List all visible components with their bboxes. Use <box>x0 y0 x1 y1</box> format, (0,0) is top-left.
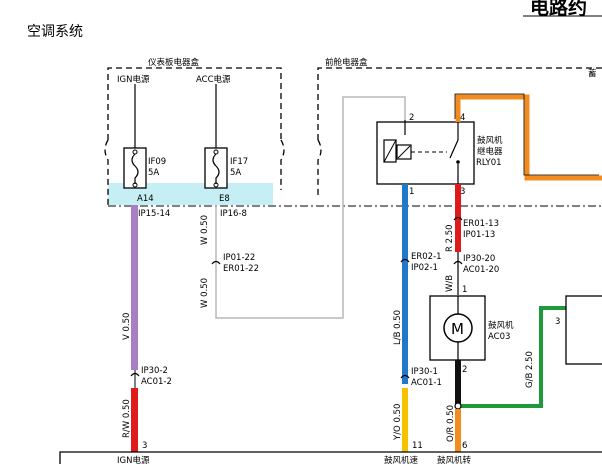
fuse2-source-label: ACC电源 <box>196 74 231 85</box>
wire-orange-red <box>455 409 461 452</box>
wire-blue <box>402 184 408 384</box>
conn-ip01-22: IP01-22 <box>223 253 255 263</box>
bottom-pin-3: 3 <box>142 441 147 451</box>
conn-ip02-1: IP02-1 <box>411 263 438 273</box>
fuse2-connector: IP16-8 <box>220 209 247 219</box>
fuse2-rating: 5A <box>230 168 241 178</box>
fuse2-top-terminal <box>213 149 219 155</box>
fuse2-body <box>204 147 228 189</box>
right-component-pin: 3 <box>555 317 560 327</box>
bottom-module-outline <box>59 451 602 464</box>
page-title: 电路约 <box>530 0 587 19</box>
right-box-label: 蓄 <box>588 68 597 79</box>
fuse1-source-label: IGN电源 <box>117 74 150 85</box>
motor-symbol: M <box>451 320 464 338</box>
fuse1-name: IF09 <box>148 157 166 167</box>
front-cabin-box-label: 前舱电器盒 <box>325 57 368 68</box>
relay-contact-arm <box>449 139 459 159</box>
wire-r-label: R 2.50 <box>445 224 455 252</box>
conn-er02-1: ER02-1 <box>411 252 442 262</box>
instrument-panel-box-outline <box>107 67 282 140</box>
conn-ip30-1: IP30-1 <box>411 367 438 377</box>
front-cabin-box-outline <box>317 67 602 140</box>
wire-orange <box>455 94 602 181</box>
bottom-pin-6: 6 <box>462 441 467 451</box>
instrument-panel-box-curl-left <box>104 139 109 205</box>
relay-name2: 继电器 <box>477 146 503 157</box>
wire-w-label-a: W 0.50 <box>200 215 210 245</box>
relay-coil-box-slash <box>397 145 411 159</box>
conn-ac01-20: AC01-20 <box>463 265 499 275</box>
bottom-pin-11: 11 <box>412 441 423 451</box>
instrument-panel-box-label: 仪表板电器盒 <box>148 57 200 68</box>
relay-name: 鼓风机 <box>477 135 503 146</box>
conn-ip01-13: IP01-13 <box>463 230 495 240</box>
motor-name: 鼓风机 <box>488 320 514 331</box>
wire-yo-label: Y/O 0.50 <box>393 404 403 441</box>
wire-orange-outline <box>454 93 599 176</box>
section-title: 空调系统 <box>27 24 83 40</box>
conn-ip30-1-symbol <box>400 374 410 379</box>
conn-ac01-1: AC01-1 <box>411 378 442 388</box>
instrument-panel-box-curl-right <box>280 139 285 190</box>
fuse2-bottom-terminal <box>213 182 219 188</box>
fuse1-connector: IP15-14 <box>138 209 170 219</box>
wire-red-white <box>131 388 138 452</box>
fuse1-top-terminal <box>132 149 138 155</box>
relay-code: RLY01 <box>476 158 502 168</box>
wire-rw-label: R/W 0.50 <box>122 399 132 438</box>
conn-er02-1-symbol <box>400 258 410 263</box>
bottom-blower-label: 鼓风机转 <box>437 455 472 464</box>
wire-or-label: O/R 0.50 <box>446 405 456 442</box>
conn-ip30-20: IP30-20 <box>463 254 495 264</box>
fuse2-element <box>212 153 220 184</box>
fuse2-pin: E8 <box>219 194 230 204</box>
fuse2-name: IF17 <box>230 157 248 167</box>
conn-ac01-2: AC01-2 <box>141 377 172 387</box>
fuse1-body <box>123 147 147 189</box>
wire-lb-label: L/B 0.50 <box>393 310 403 345</box>
relay-pin1: 1 <box>409 187 414 197</box>
conn-er01-13-symbol <box>453 216 463 221</box>
relay-pin2: 2 <box>409 113 414 123</box>
conn-er01-13: ER01-13 <box>463 219 499 229</box>
bottom-ign-label: IGN电源 <box>117 455 150 464</box>
fuse1-element <box>131 153 139 184</box>
wire-w-label-b: W 0.50 <box>200 278 210 308</box>
front-cabin-box-curl <box>317 139 322 195</box>
wire-wb-label: W/B <box>445 275 455 292</box>
wire-white <box>215 96 406 319</box>
fuse-highlight-band <box>108 183 273 205</box>
conn-ip01-22-symbol <box>211 260 221 265</box>
fuse1-pin: A14 <box>137 194 154 204</box>
fuse1-bottom-terminal <box>132 182 138 188</box>
relay-pin4: 4 <box>460 113 465 123</box>
fuse1-rating: 5A <box>148 168 159 178</box>
bottom-blower-speed-label: 鼓风机速 <box>384 455 419 464</box>
relay-coil-slash <box>383 139 397 163</box>
motor-code: AC03 <box>488 332 510 342</box>
wire-yellow <box>402 388 408 452</box>
wire-v-label: V 0.50 <box>122 313 132 340</box>
wire-gb-label: G/B 2.50 <box>525 351 535 388</box>
conn-ip30-2: IP30-2 <box>141 366 168 376</box>
wire-green <box>458 306 566 408</box>
right-component-body <box>565 295 602 365</box>
conn-er01-22: ER01-22 <box>223 264 259 274</box>
motor-pin2: 2 <box>462 365 467 375</box>
relay-pin3: 3 <box>460 187 465 197</box>
conn-ip30-20-symbol <box>453 260 463 265</box>
wire-black <box>455 360 461 406</box>
relay-contact-point <box>456 160 460 164</box>
wire-violet <box>131 205 138 370</box>
motor-pin1: 1 <box>462 285 467 295</box>
